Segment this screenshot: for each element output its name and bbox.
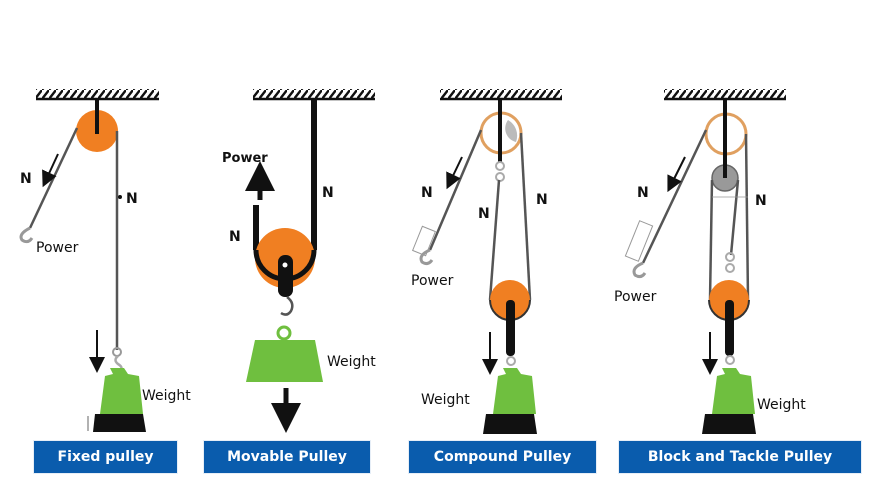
weight-block [246,340,323,382]
label-weight: Weight [757,397,806,413]
rope-power-side [28,127,79,229]
hook-icon [419,248,434,266]
weight-block [100,368,143,414]
caption-compound-pulley: Compound Pulley [409,441,596,473]
rope-outer-right [744,133,750,301]
caption-block-and-tackle-pulley: Block and Tackle Pulley [619,441,861,473]
pulley-axle [506,300,515,356]
compound-pulley-panel: N N N Power Weight [411,89,562,434]
label-power: Power [614,289,657,305]
weight-base [483,414,537,434]
movable-pulley-panel: Power N N Weight [222,89,376,433]
rope-power-side [641,129,708,264]
label-n-right: N [755,193,767,209]
label-n-right: N [126,191,138,207]
label-power: Power [36,240,79,256]
label-weight: Weight [327,354,376,370]
label-power: Power [222,151,268,166]
pulley-axle [278,255,293,297]
ceiling-hatch [664,89,786,98]
arrow-down-left-icon [42,153,59,188]
rope-inner [729,179,740,256]
hook-icon [280,296,294,316]
arrow-down-left-icon [446,156,463,190]
rope-power-side [428,129,483,251]
hook-icon [495,161,505,171]
hook-icon [725,252,735,262]
weight-base [702,414,756,434]
hook-icon [632,261,647,279]
arrow-down-left-icon [667,156,686,193]
rope-left [488,179,501,301]
caption-fixed-pulley: Fixed pulley [34,441,177,473]
weight-block [493,368,536,414]
label-weight: Weight [142,388,191,404]
weight-base [93,414,146,432]
label-weight: Weight [421,392,470,408]
label-n-power: N [421,185,433,201]
hook-icon [506,356,516,366]
label-n-left: N [20,171,32,187]
weight-block [712,368,755,414]
ceiling-hatch [440,89,562,98]
label-n-right: N [322,185,334,201]
fixed-pulley-panel: N N Power Weight [19,89,191,432]
label-power: Power [411,273,454,289]
block-and-tackle-panel: N N Power Weight [614,89,806,434]
pulley-axle [725,300,734,356]
caption-movable-pulley: Movable Pulley [204,441,370,473]
label-n-right: N [536,192,548,208]
rope-outer-left [708,179,714,301]
hook-icon [725,355,735,365]
label-n-power: N [637,185,649,201]
rope-right [519,132,532,301]
ceiling-hatch [36,89,159,98]
hook-icon [19,226,34,244]
ceiling-hatch [253,89,375,98]
label-n-left: N [478,206,490,222]
label-n-left: N [229,229,241,245]
